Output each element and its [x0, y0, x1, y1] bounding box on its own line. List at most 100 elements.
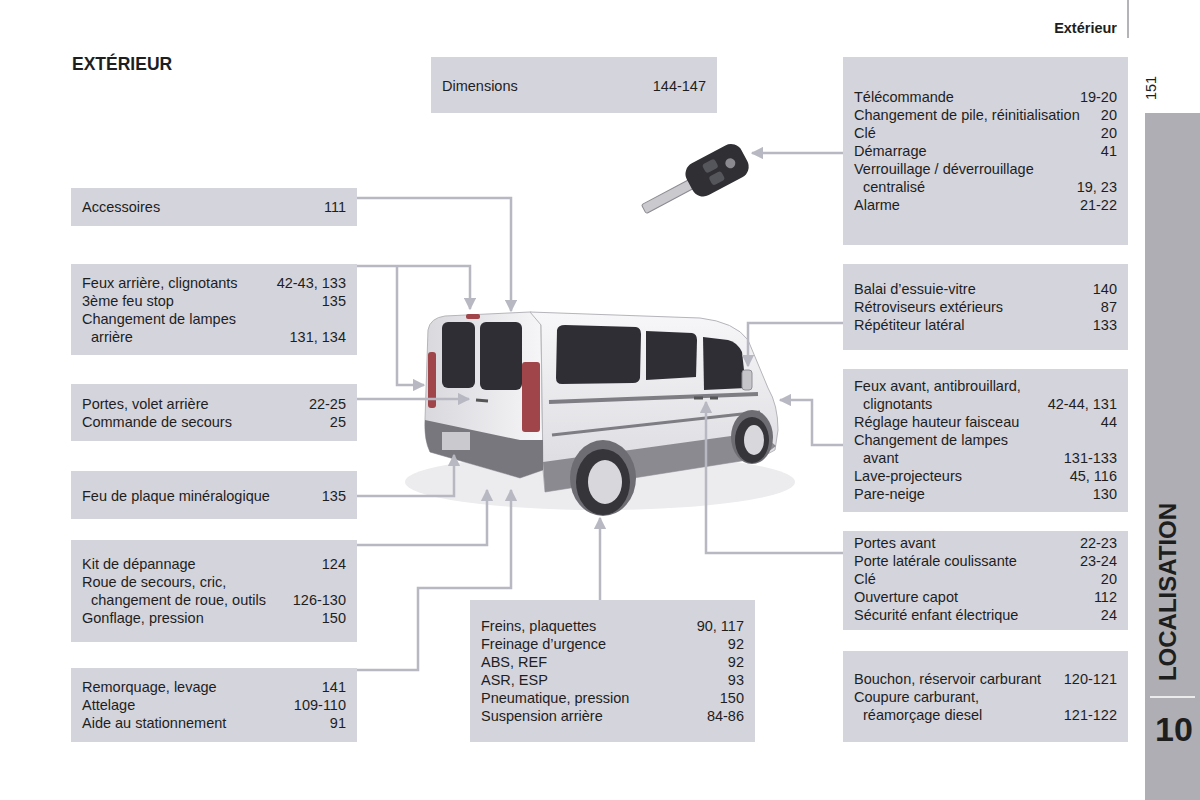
- entry-label: Réglage hauteur faisceau: [854, 413, 1030, 431]
- page-reference: 45, 116: [1064, 467, 1117, 485]
- index-entry: Remorquage, levage141: [82, 678, 346, 696]
- index-entry: Rétroviseurs extérieurs87: [854, 298, 1117, 316]
- entry-label: Commande de secours: [82, 413, 324, 431]
- entry-list: Bouchon, réservoir carburant120-121Coupu…: [854, 670, 1117, 724]
- page-reference: 120-121: [1058, 670, 1117, 688]
- entry-label: Verrouillage / déverrouillage centralisé: [854, 160, 1071, 196]
- entry-label: Changement de pile, réinitialisation: [854, 106, 1095, 124]
- leader-line: [357, 198, 511, 311]
- chapter-number: 10: [1155, 711, 1193, 748]
- index-entry: Lave-projecteurs 45, 116: [854, 467, 1117, 485]
- page-reference: 22-25: [303, 395, 346, 413]
- key-button: [702, 158, 719, 173]
- entry-list: Feu de plaque minéralogique135: [82, 487, 346, 505]
- entry-label: Roue de secours, cric, changement de rou…: [82, 573, 287, 609]
- entry-label: Démarrage: [854, 142, 1095, 160]
- entry-label: Balai d’essuie-vitre: [854, 280, 1087, 298]
- index-box: Freins, plaquettes90, 117Freinage d’urge…: [470, 600, 755, 742]
- entry-label: Gonflage, pression: [82, 609, 316, 627]
- page-reference: 144-147: [647, 77, 706, 95]
- page-reference: 140: [1087, 280, 1117, 298]
- entry-label: Pneumatique, pression: [481, 689, 714, 707]
- index-entry: Roue de secours, cric, changement de rou…: [82, 573, 346, 609]
- page-reference: 90, 117: [691, 617, 744, 635]
- door-handle: [476, 400, 488, 401]
- index-box: Feux avant, antibrouillard, clignotants4…: [843, 369, 1128, 512]
- leader-line: [357, 455, 454, 496]
- van-illustration: [405, 312, 795, 516]
- entry-label: Suspension arrière: [481, 707, 701, 725]
- index-entry: Alarme21-22: [854, 196, 1117, 214]
- index-entry: Freinage d’urgence92: [481, 635, 744, 653]
- key-button: [708, 171, 725, 186]
- page-reference: 20: [1095, 570, 1117, 588]
- wheel-hub: [744, 425, 764, 455]
- index-entry: Dimensions144-147: [442, 77, 706, 95]
- entry-label: Feu de plaque minéralogique: [82, 487, 316, 505]
- index-entry: Aide au stationnement91: [82, 714, 346, 732]
- page-reference: 44: [1095, 413, 1117, 431]
- index-entry: Changement de lampes avant131-133: [854, 431, 1117, 467]
- entry-label: Rétroviseurs extérieurs: [854, 298, 1095, 316]
- entry-label: Pare-neige: [854, 485, 1030, 503]
- page-reference: 124: [316, 555, 346, 573]
- page-reference: 93: [722, 671, 744, 689]
- page-reference: 112: [1088, 588, 1117, 606]
- index-entry: Suspension arrière84-86: [481, 707, 744, 725]
- entry-label: Ouverture capot: [854, 588, 1088, 606]
- key-blade: [641, 179, 695, 214]
- van-side: [530, 312, 778, 492]
- index-entry: Coupure carburant, réamorçage diesel121-…: [854, 688, 1117, 724]
- rear-window: [442, 322, 475, 388]
- page-reference: 111: [318, 198, 346, 216]
- leader-line: [706, 402, 843, 553]
- index-entry: Gonflage, pression150: [82, 609, 346, 627]
- key-illustration: [635, 140, 753, 225]
- entry-label: Feux arrière, clignotants: [82, 274, 252, 292]
- page-reference: 92: [722, 635, 744, 653]
- wheel-arch: [570, 440, 636, 516]
- van-rear: [425, 312, 543, 478]
- page-reference: 20: [1095, 106, 1117, 124]
- entry-label: Freins, plaquettes: [481, 617, 691, 635]
- entry-label: Télécommande: [854, 88, 1074, 106]
- wheel-hub: [588, 460, 622, 504]
- page-reference: 20: [1095, 124, 1117, 142]
- index-box: Portes avant22-23Porte latérale coulissa…: [843, 531, 1128, 630]
- front-window: [703, 337, 746, 390]
- wheel-arch: [731, 410, 773, 464]
- entry-label: Lave-projecteurs: [854, 467, 1030, 485]
- page-reference: 42-44, 131: [1042, 395, 1117, 413]
- entry-label: Portes, volet arrière: [82, 395, 303, 413]
- page-reference: 126-130: [287, 591, 346, 609]
- rub-strip: [549, 394, 758, 402]
- leader-line: [357, 266, 470, 309]
- index-entry: Réglage hauteur faisceau 44: [854, 413, 1117, 431]
- side-window: [556, 325, 641, 384]
- section-tab-title: LOCALISATION: [1155, 503, 1181, 681]
- index-entry: Portes, volet arrière22-25: [82, 395, 346, 413]
- door-handle: [694, 397, 703, 400]
- key-ring: [724, 156, 738, 170]
- entry-label: 3ème feu stop: [82, 292, 252, 310]
- entry-label: Alarme: [854, 196, 1074, 214]
- leader-line: [599, 518, 602, 600]
- page-reference: 121-122: [1058, 706, 1117, 724]
- index-box: Balai d’essuie-vitre140Rétroviseurs exté…: [843, 264, 1128, 350]
- leader-line: [780, 400, 843, 445]
- entry-label: Changement de lampes arrière: [82, 310, 252, 346]
- entry-list: Portes, volet arrière22-25Commande de se…: [82, 395, 346, 431]
- index-box: Kit de dépannage124Roue de secours, cric…: [71, 540, 357, 642]
- page-heading: EXTÉRIEUR: [72, 54, 172, 74]
- index-entry: Pare-neige130: [854, 485, 1117, 503]
- rub-strip: [552, 412, 760, 435]
- index-box: Bouchon, réservoir carburant120-121Coupu…: [843, 651, 1128, 742]
- page-reference: 84-86: [701, 707, 744, 725]
- page-reference: 23-24: [1074, 552, 1117, 570]
- entry-label: Clé: [854, 124, 1095, 142]
- index-box: Télécommande19-20Changement de pile, réi…: [843, 57, 1128, 245]
- header-rule: [1127, 0, 1129, 38]
- page-reference: 24: [1095, 606, 1117, 624]
